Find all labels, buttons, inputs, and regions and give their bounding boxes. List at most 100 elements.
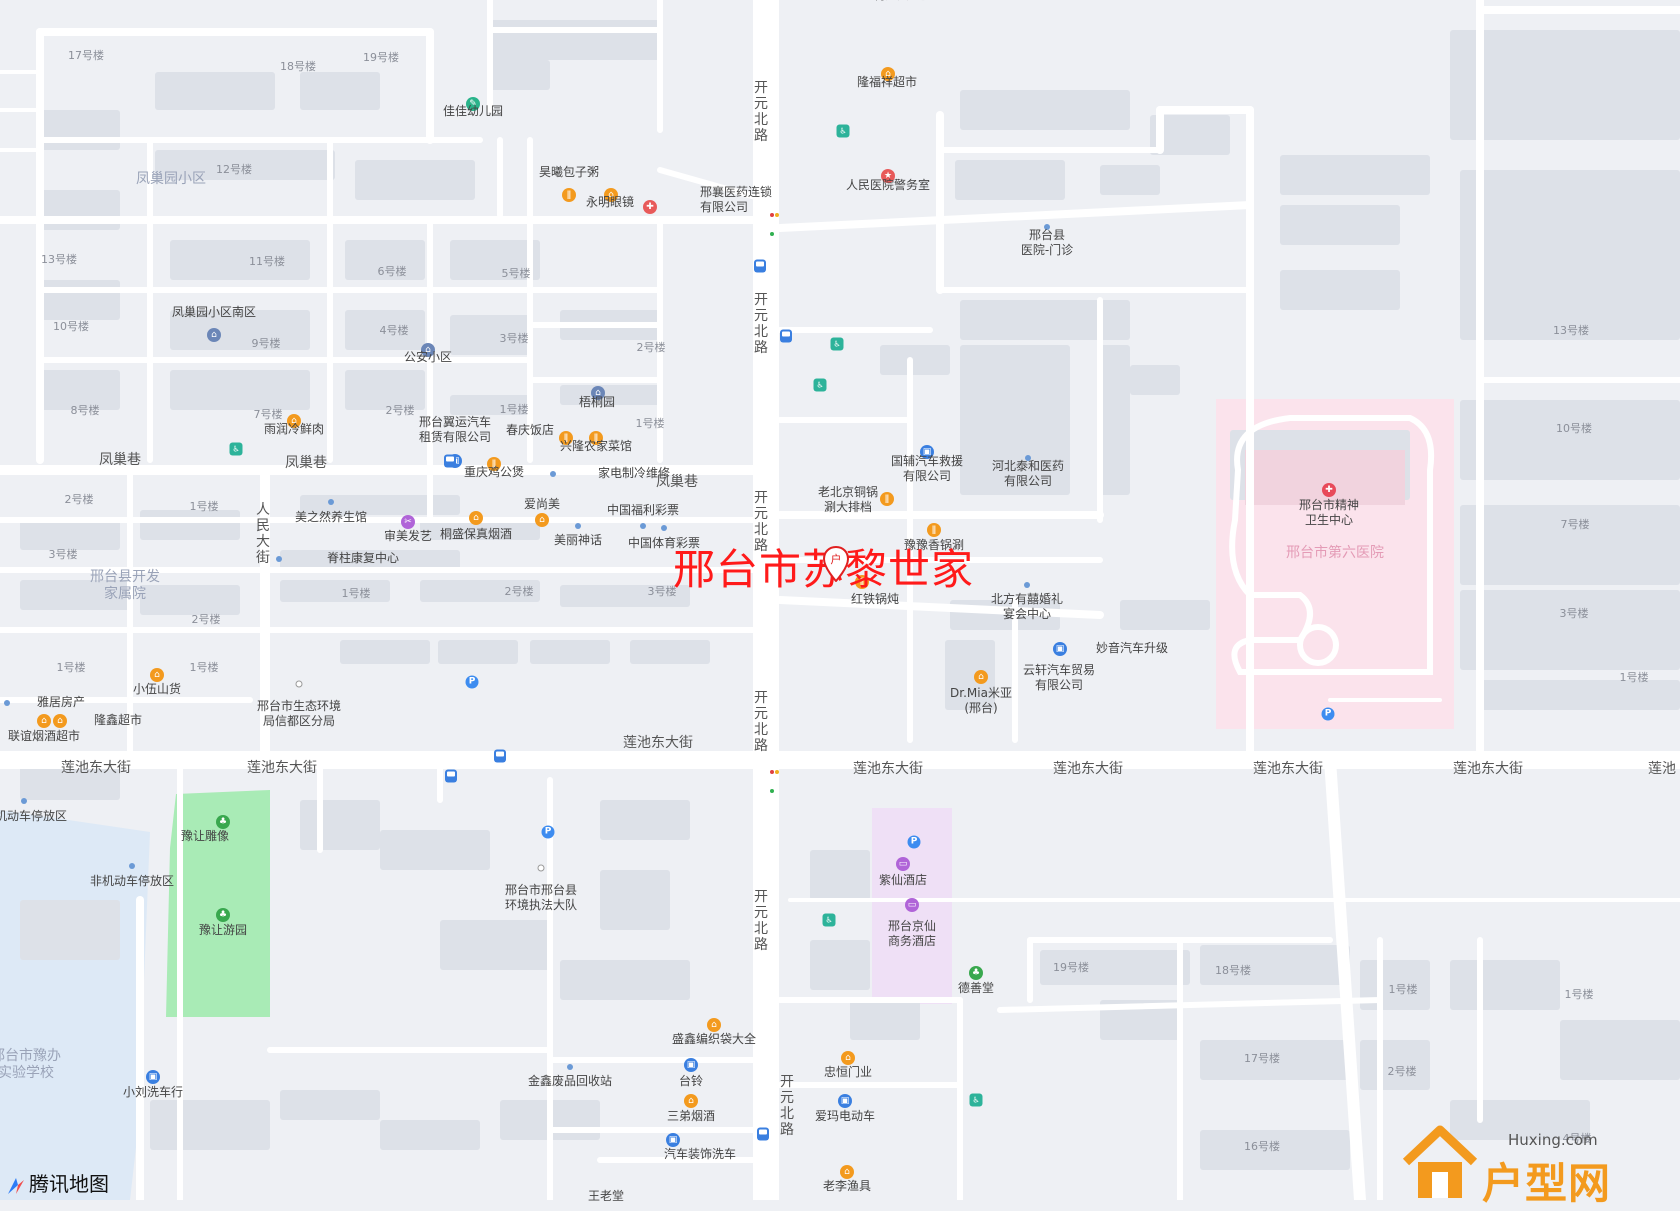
poi-label[interactable]: 河北泰和医药 有限公司 <box>991 459 1065 488</box>
poi-shop-icon[interactable]: ⌂ <box>604 188 618 202</box>
location-pin-marker[interactable]: 户 <box>822 545 850 583</box>
poi-food-icon[interactable]: ǁ <box>855 575 869 589</box>
poi-label[interactable]: 梧桐园 <box>578 395 616 409</box>
poi-label[interactable]: Dr.Mia米亚 (邢台) <box>950 686 1012 715</box>
poi-shop-icon[interactable]: ⌂ <box>469 511 483 525</box>
poi-label[interactable]: 重庆鸡公煲 <box>463 465 525 479</box>
poi-label[interactable]: 凤巢园小区南区 <box>171 305 257 319</box>
poi-shop-icon[interactable]: ⌂ <box>974 670 988 684</box>
poi-car-icon[interactable]: ▣ <box>838 1094 852 1108</box>
poi-label[interactable]: 桐盛保真烟酒 <box>439 527 513 541</box>
poi-label[interactable]: 豫让游园 <box>198 923 248 937</box>
restroom-icon[interactable]: ♿ <box>229 442 243 456</box>
poi-shop-icon[interactable]: ⌂ <box>535 513 549 527</box>
poi-police-icon[interactable]: ★ <box>881 169 895 183</box>
parking-icon[interactable]: P <box>541 825 555 839</box>
parking-icon[interactable]: P <box>907 835 921 849</box>
poi-label[interactable]: 机动车停放区 <box>0 809 68 823</box>
poi-label[interactable]: 邢襄医药连锁 有限公司 <box>700 185 773 214</box>
poi-label[interactable]: 邢台市生态环境 局信都区分局 <box>256 699 342 728</box>
poi-food-icon[interactable]: ǁ <box>559 431 573 445</box>
poi-shop-icon[interactable]: ⌂ <box>684 1094 698 1108</box>
poi-label[interactable]: 盛鑫编织袋大全 <box>671 1032 757 1046</box>
poi-food-icon[interactable]: ǁ <box>589 431 603 445</box>
poi-label[interactable]: 三弟烟酒 <box>666 1109 716 1123</box>
poi-pharmacy-icon[interactable]: ✚ <box>643 200 657 214</box>
poi-food-icon[interactable]: ǁ <box>880 492 894 506</box>
poi-label[interactable]: 雅居房产 <box>37 695 86 709</box>
poi-label[interactable]: 人民医院警务室 <box>845 178 931 192</box>
bus-stop-icon[interactable] <box>444 454 456 468</box>
poi-label[interactable]: 公安小区 <box>403 350 453 364</box>
poi-hotel-icon[interactable]: ▭ <box>896 857 910 871</box>
poi-shop-icon[interactable]: ⌂ <box>841 1051 855 1065</box>
poi-label[interactable]: 小刘洗车行 <box>122 1085 184 1099</box>
poi-label[interactable]: 云轩汽车贸易 有限公司 <box>1022 663 1096 692</box>
poi-label[interactable]: 邢台市精神 卫生中心 <box>1298 498 1360 527</box>
poi-label[interactable]: 隆鑫超市 <box>94 713 143 727</box>
poi-label[interactable]: 北方有囍婚礼 宴会中心 <box>990 592 1064 621</box>
poi-label[interactable]: 家电制冷维修 <box>598 466 671 480</box>
poi-label[interactable]: 爱尚美 <box>523 497 561 511</box>
poi-label[interactable]: 昊曦包子粥 <box>538 165 600 179</box>
poi-food-icon[interactable]: ǁ <box>487 457 501 471</box>
poi-shop-icon[interactable]: ⌂ <box>287 414 301 428</box>
poi-car-icon[interactable]: ▣ <box>1053 642 1067 656</box>
poi-label[interactable]: 老北京铜锅 涮大排档 <box>817 485 879 514</box>
parking-icon[interactable]: P <box>465 675 479 689</box>
poi-shop-icon[interactable]: ⌂ <box>53 714 67 728</box>
poi-label[interactable]: 王老堂 <box>587 1189 625 1203</box>
poi-label[interactable]: 紫仙酒店 <box>878 873 928 887</box>
poi-label[interactable]: 中国体育彩票 <box>627 536 701 550</box>
bus-stop-icon[interactable] <box>494 749 506 763</box>
poi-park-icon[interactable]: ♣ <box>216 908 230 922</box>
poi-label[interactable]: 邢台京仙 商务酒店 <box>887 919 937 948</box>
poi-label[interactable]: 邢台市邢台县 环境执法大队 <box>504 883 578 912</box>
poi-label[interactable]: 豫豫香锅涮 <box>903 538 965 552</box>
restroom-icon[interactable]: ♿ <box>969 1093 983 1107</box>
restroom-icon[interactable]: ♿ <box>822 913 836 927</box>
poi-label[interactable]: 老李渔具 <box>822 1179 872 1193</box>
poi-label[interactable]: 隆福祥超市 <box>856 75 918 89</box>
poi-shop-icon[interactable]: ⌂ <box>840 1165 854 1179</box>
poi-label[interactable]: 豫让雕像 <box>180 829 230 843</box>
poi-label[interactable]: 中国福利彩票 <box>606 503 680 517</box>
poi-shop-icon[interactable]: ⌂ <box>707 1018 721 1032</box>
poi-school-icon[interactable]: ✎ <box>466 97 480 111</box>
poi-label[interactable]: 利民大药房 <box>873 0 933 3</box>
poi-label[interactable]: 脊柱康复中心 <box>327 551 400 565</box>
poi-label[interactable]: 德善堂 <box>957 981 995 995</box>
poi-car-icon[interactable]: ▣ <box>146 1070 160 1084</box>
poi-label[interactable]: 美之然养生馆 <box>294 510 368 524</box>
poi-shop-icon[interactable]: ⌂ <box>37 714 51 728</box>
poi-home-icon[interactable]: ⌂ <box>207 328 221 342</box>
poi-food-icon[interactable]: ǁ <box>927 523 941 537</box>
poi-label[interactable]: 金鑫废品回收站 <box>527 1074 613 1088</box>
poi-label[interactable]: 国辅汽车救援 有限公司 <box>890 454 964 483</box>
poi-car-icon[interactable]: ▣ <box>666 1133 680 1147</box>
bus-stop-icon[interactable] <box>780 329 792 343</box>
poi-label[interactable]: 春庆饭店 <box>505 423 555 437</box>
parking-icon[interactable]: P <box>1321 707 1335 721</box>
poi-car-icon[interactable]: ▣ <box>684 1058 698 1072</box>
poi-label[interactable]: 汽车装饰洗车 <box>663 1147 737 1161</box>
restroom-icon[interactable]: ♿ <box>830 337 844 351</box>
poi-label[interactable]: 佳佳幼儿园 <box>442 104 504 118</box>
restroom-icon[interactable]: ♿ <box>836 124 850 138</box>
poi-hotel-icon[interactable]: ▭ <box>905 898 919 912</box>
poi-label[interactable]: 永明眼镜 <box>585 195 635 209</box>
poi-label[interactable]: 非机动车停放区 <box>89 874 175 888</box>
poi-label[interactable]: 小伍山货 <box>132 682 182 696</box>
poi-park-icon[interactable]: ♣ <box>216 815 230 829</box>
poi-shop-icon[interactable]: ⌂ <box>881 67 895 81</box>
poi-label[interactable]: 联谊烟酒超市 <box>7 729 81 743</box>
poi-label[interactable]: 邢台县 医院-门诊 <box>1020 228 1074 257</box>
poi-label[interactable]: 审美发艺 <box>383 529 433 543</box>
poi-label[interactable]: 邢台翼运汽车 租赁有限公司 <box>418 415 492 444</box>
poi-hospital-icon[interactable]: ✚ <box>1322 483 1336 497</box>
bus-stop-icon[interactable] <box>757 1127 769 1141</box>
poi-label[interactable]: 红铁锅炖 <box>850 592 900 606</box>
poi-label[interactable]: 爱玛电动车 <box>814 1109 876 1123</box>
poi-label[interactable]: 美丽神话 <box>553 533 603 547</box>
